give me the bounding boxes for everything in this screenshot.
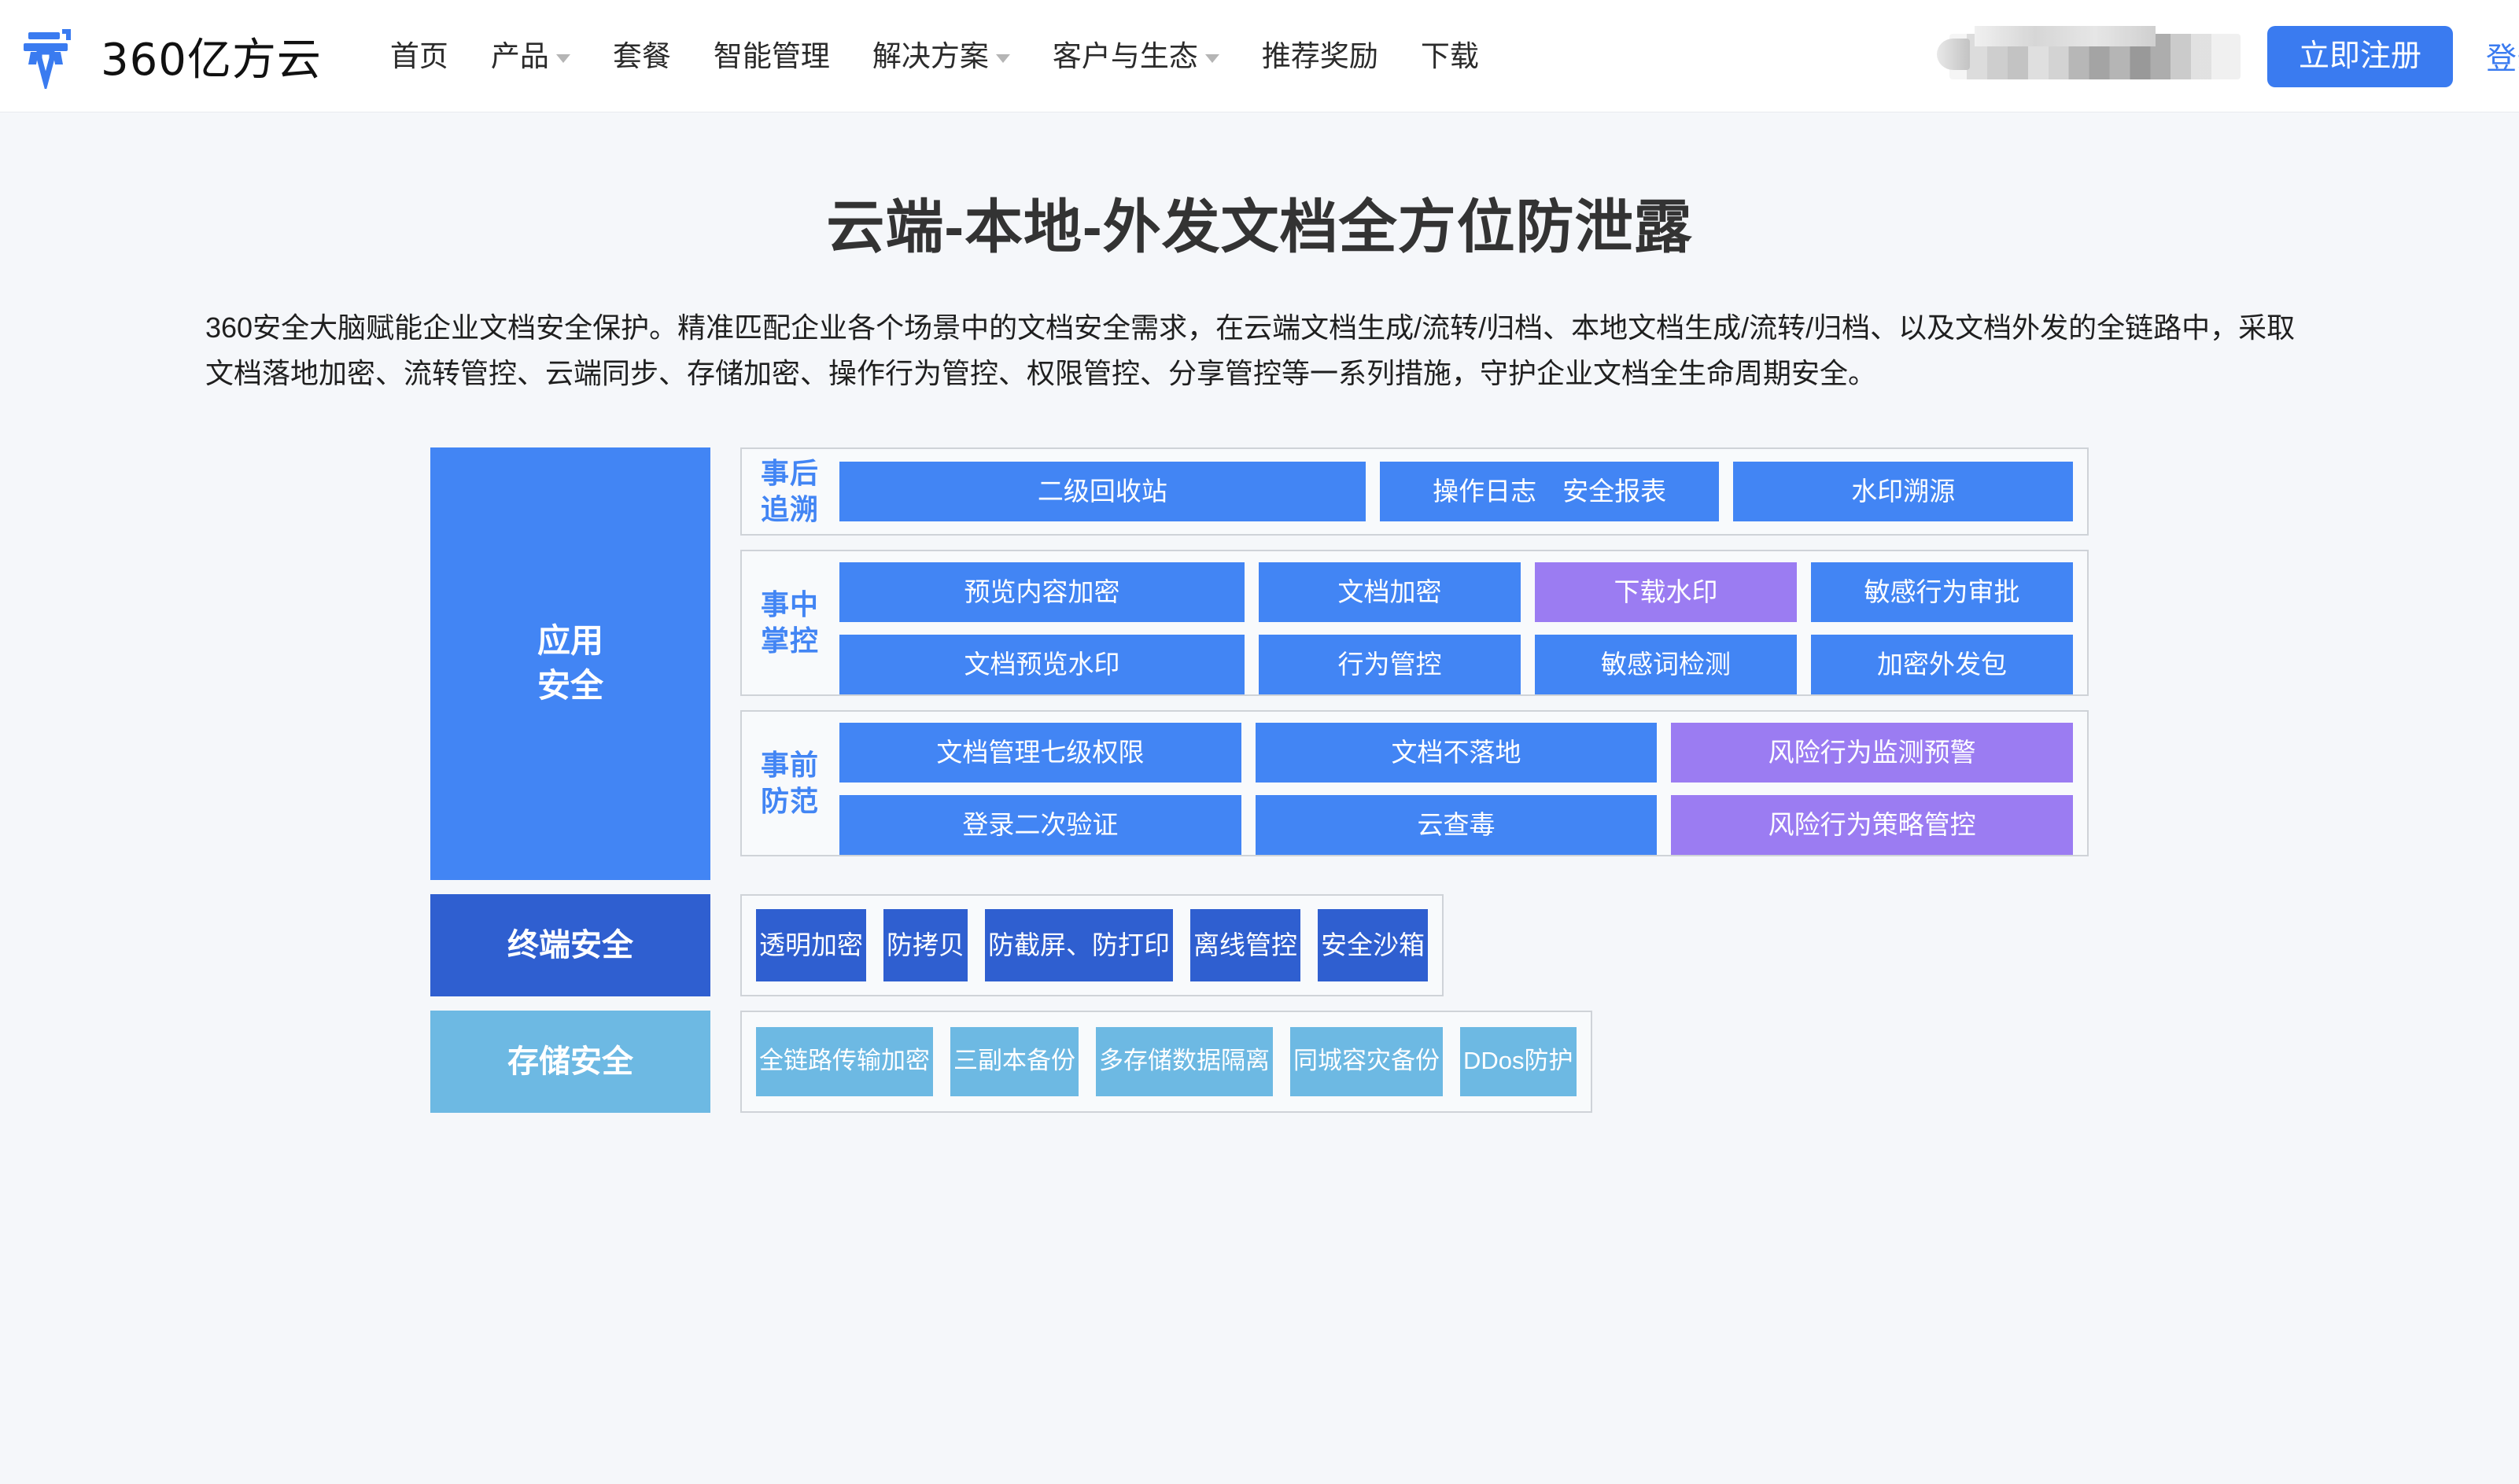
nav-item-products[interactable]: 产品: [470, 0, 592, 112]
diagram-row-endpoint-security: 终端安全 透明加密 防拷贝 防截屏、防打印 离线管控 安全沙箱: [430, 893, 2089, 996]
tile-cloud-antivirus[interactable]: 云查毒: [1255, 794, 1658, 855]
tile-download-watermark[interactable]: 下载水印: [1535, 562, 1797, 622]
tile-encrypted-outbound-package[interactable]: 加密外发包: [1811, 634, 2073, 694]
tile-no-local-landing[interactable]: 文档不落地: [1255, 722, 1658, 783]
tile-row: 文档管理七级权限 文档不落地 风险行为监测预警: [839, 722, 2074, 783]
tile-behavior-control[interactable]: 行为管控: [1259, 634, 1521, 694]
nav-item-plans[interactable]: 套餐: [592, 0, 692, 112]
tile-sensitive-action-approval[interactable]: 敏感行为审批: [1811, 562, 2073, 622]
brand-logo-group[interactable]: 360亿方云: [20, 23, 322, 89]
tile-seven-level-permissions[interactable]: 文档管理七级权限: [839, 722, 1241, 783]
panel-storage-security: 全链路传输加密 三副本备份 多存储数据隔离 同城容灾备份 DDos防护: [740, 1010, 1592, 1113]
tile-row: 透明加密 防拷贝 防截屏、防打印 离线管控 安全沙箱: [756, 908, 1428, 981]
nav-item-referral-rewards[interactable]: 推荐奖励: [1241, 0, 1400, 112]
security-architecture-diagram: 应用 安全 事后 追溯 二级回收站 操作日志 安全报表 水印溯源: [430, 447, 2089, 1113]
tile-operation-log-security-report[interactable]: 操作日志 安全报表: [1379, 461, 1720, 521]
tile-document-preview-watermark[interactable]: 文档预览水印: [839, 634, 1245, 694]
tile-login-two-factor[interactable]: 登录二次验证: [839, 794, 1241, 855]
tile-full-link-transport-encryption[interactable]: 全链路传输加密: [756, 1026, 933, 1096]
nav-label: 首页: [389, 39, 448, 72]
tile-secondary-recycle-bin[interactable]: 二级回收站: [839, 461, 1366, 521]
nav-item-download[interactable]: 下载: [1400, 0, 1500, 112]
nav-label: 推荐奖励: [1261, 39, 1378, 72]
tile-security-sandbox[interactable]: 安全沙箱: [1318, 908, 1428, 981]
tile-row: 全链路传输加密 三副本备份 多存储数据隔离 同城容灾备份 DDos防护: [756, 1026, 1577, 1096]
tile-grid: 二级回收站 操作日志 安全报表 水印溯源: [839, 461, 2073, 521]
header-actions: 立即注册 登录: [1936, 0, 2519, 112]
page-title: 云端-本地-外发文档全方位防泄露: [826, 194, 1693, 260]
site-header: 360亿方云 首页 产品 套餐 智能管理 解决方案 客户与生态 推荐奖励 下载: [0, 0, 2519, 112]
nav-label: 解决方案: [872, 39, 989, 72]
category-block-application-security: 应用 安全: [430, 447, 710, 880]
panel-post-incident-tracing: 事后 追溯 二级回收站 操作日志 安全报表 水印溯源: [740, 447, 2089, 536]
chevron-down-icon: [995, 53, 1010, 63]
chevron-down-icon: [555, 53, 570, 63]
diagram-row-application-security: 应用 安全 事后 追溯 二级回收站 操作日志 安全报表 水印溯源: [430, 447, 2089, 880]
hero-description: 360安全大脑赋能企业文档安全保护。精准匹配企业各个场景中的文档安全需求，在云端…: [205, 311, 2296, 390]
tile-transparent-encryption[interactable]: 透明加密: [756, 908, 866, 981]
brand-wordmark: 360亿方云: [101, 34, 322, 86]
tile-anti-screenshot-anti-print[interactable]: 防截屏、防打印: [985, 908, 1173, 981]
tile-watermark-tracing[interactable]: 水印溯源: [1733, 461, 2073, 521]
tile-offline-control[interactable]: 离线管控: [1190, 908, 1300, 981]
diagram-row-storage-security: 存储安全 全链路传输加密 三副本备份 多存储数据隔离 同城容灾备份 DDos防护: [430, 1010, 2089, 1113]
nav-item-customers-ecosystem[interactable]: 客户与生态: [1031, 0, 1241, 112]
category-block-endpoint-security: 终端安全: [430, 893, 710, 996]
nav-label: 套餐: [612, 39, 671, 72]
category-label: 存储安全: [507, 1044, 633, 1079]
tile-same-city-disaster-backup[interactable]: 同城容灾备份: [1290, 1026, 1443, 1096]
nav-label: 产品: [490, 39, 549, 72]
tile-sensitive-word-detection[interactable]: 敏感词检测: [1535, 634, 1797, 694]
tile-row: 预览内容加密 文档加密 下载水印 敏感行为审批: [839, 562, 2073, 622]
phase-label-post-incident: 事后 追溯: [760, 456, 819, 525]
category-block-storage-security: 存储安全: [430, 1010, 710, 1113]
main-nav: 首页 产品 套餐 智能管理 解决方案 客户与生态 推荐奖励 下载: [369, 0, 1500, 112]
tile-row: 登录二次验证 云查毒 风险行为策略管控: [839, 794, 2074, 855]
nav-label: 下载: [1420, 39, 1479, 72]
tile-three-replica-backup[interactable]: 三副本备份: [950, 1026, 1079, 1096]
tile-anti-copy[interactable]: 防拷贝: [883, 908, 968, 981]
tile-document-encryption[interactable]: 文档加密: [1259, 562, 1521, 622]
nav-item-solutions[interactable]: 解决方案: [851, 0, 1031, 112]
tile-ddos-protection[interactable]: DDos防护: [1460, 1026, 1577, 1096]
nav-item-smart-management[interactable]: 智能管理: [692, 0, 851, 112]
tile-row: 文档预览水印 行为管控 敏感词检测 加密外发包: [839, 634, 2073, 694]
yifangyun-logo-icon: [24, 29, 71, 89]
tile-preview-content-encryption[interactable]: 预览内容加密: [839, 562, 1245, 622]
tile-grid: 预览内容加密 文档加密 下载水印 敏感行为审批 文档预览水印 行为管控 敏感词检…: [839, 562, 2073, 694]
application-security-panels: 事后 追溯 二级回收站 操作日志 安全报表 水印溯源 事中 掌控 预: [740, 447, 2089, 880]
phase-label-in-process: 事中 掌控: [760, 587, 819, 657]
login-link[interactable]: 登录: [2485, 42, 2519, 76]
tile-multi-storage-data-isolation[interactable]: 多存储数据隔离: [1096, 1026, 1273, 1096]
chevron-down-icon: [1204, 53, 1219, 63]
register-button[interactable]: 立即注册: [2266, 25, 2453, 87]
page-body: 云端-本地-外发文档全方位防泄露 360安全大脑赋能企业文档安全保护。精准匹配企…: [0, 112, 2519, 1484]
category-label: 终端安全: [507, 927, 633, 963]
nav-item-home[interactable]: 首页: [369, 0, 470, 112]
tile-row: 二级回收站 操作日志 安全报表 水印溯源: [839, 461, 2073, 521]
tile-risk-behavior-monitoring-alert[interactable]: 风险行为监测预警: [1671, 722, 2074, 783]
tile-risk-behavior-policy-control[interactable]: 风险行为策略管控: [1671, 794, 2074, 855]
redacted-contact-info: [1936, 25, 2241, 79]
panel-in-process-control: 事中 掌控 预览内容加密 文档加密 下载水印 敏感行为审批 文档预览水印 行为管…: [740, 549, 2089, 696]
phase-label-pre-incident: 事前 防范: [760, 748, 819, 817]
nav-label: 客户与生态: [1052, 39, 1198, 72]
panel-pre-incident-prevention: 事前 防范 文档管理七级权限 文档不落地 风险行为监测预警 登录二次验证 云查毒…: [740, 709, 2089, 856]
panel-endpoint-security: 透明加密 防拷贝 防截屏、防打印 离线管控 安全沙箱: [740, 893, 1444, 996]
tile-grid: 文档管理七级权限 文档不落地 风险行为监测预警 登录二次验证 云查毒 风险行为策…: [839, 722, 2074, 855]
category-label: 应用 安全: [537, 621, 603, 704]
nav-label: 智能管理: [713, 39, 830, 72]
